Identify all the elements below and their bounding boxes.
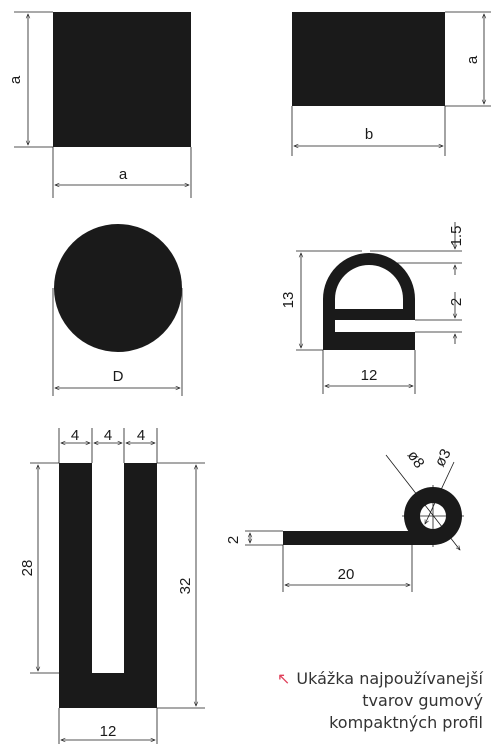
- square-side-vertical-label: a: [7, 75, 24, 84]
- round-profile: D: [52, 224, 183, 396]
- d-profile-slot-label: 2: [448, 298, 465, 306]
- rectangle-width-label: b: [365, 126, 373, 143]
- p-profile: ø8 ø3 2 20: [225, 446, 464, 592]
- p-profile-thickness-label: 2: [225, 536, 242, 544]
- u-profile-wall-left-label: 4: [71, 427, 79, 444]
- figure-caption: ↖ Ukážka najpoužívanejší tvarov gumový ko…: [203, 668, 483, 734]
- u-profile-wall-right-label: 4: [137, 427, 145, 444]
- d-profile: 13 12 1.5 2: [280, 222, 465, 394]
- square-side-horizontal-label: a: [119, 166, 128, 183]
- rectangle-shape: [292, 12, 445, 106]
- u-profile-shape: [59, 463, 157, 708]
- p-profile-length-label: 20: [338, 566, 355, 583]
- u-profile-gap-label: 4: [104, 427, 112, 444]
- square-shape: [53, 12, 191, 147]
- u-profile-width-label: 12: [100, 723, 117, 740]
- square-profile: a a: [7, 11, 192, 198]
- caption-line-2: tvarov gumový: [362, 691, 483, 710]
- u-profile-inner-height-label: 28: [19, 560, 36, 577]
- p-profile-outer-diameter-label: ø8: [404, 447, 428, 471]
- p-profile-flap: [283, 531, 433, 545]
- circle-shape: [54, 224, 182, 352]
- rectangle-height-label: a: [464, 55, 481, 64]
- u-profile-outer-height-label: 32: [177, 578, 194, 595]
- rectangle-profile: a b: [291, 11, 491, 156]
- d-profile-shape: [323, 253, 415, 350]
- circle-diameter-label: D: [113, 368, 124, 385]
- d-profile-width-label: 12: [361, 367, 378, 384]
- caption-arrow-icon: ↖: [277, 669, 291, 688]
- d-profile-height-label: 13: [280, 292, 297, 309]
- d-profile-top-wall-label: 1.5: [448, 226, 465, 247]
- caption-line-1: Ukážka najpoužívanejší: [296, 669, 483, 688]
- p-profile-inner-diameter-label: ø3: [431, 446, 454, 469]
- u-profile: 4 4 4 28 32 12: [19, 427, 205, 744]
- caption-line-3: kompaktných profil: [329, 713, 483, 732]
